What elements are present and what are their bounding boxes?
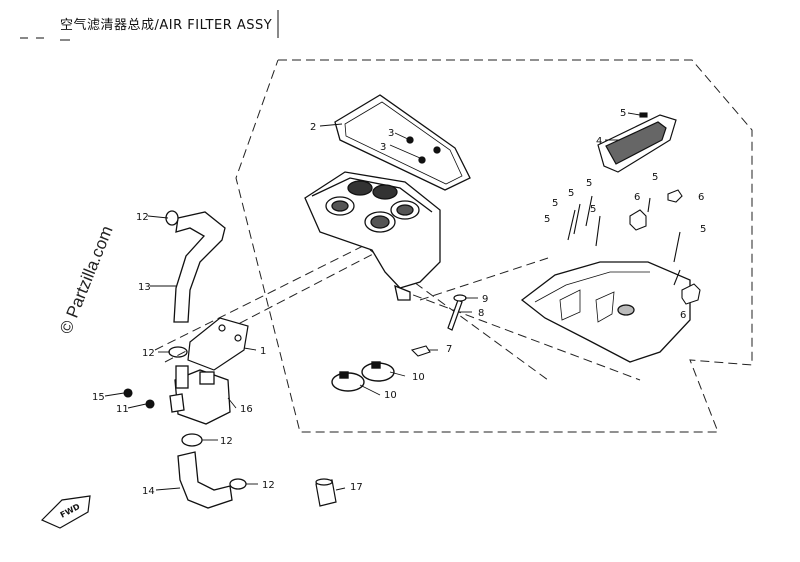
callout-3a: 3 [388,128,394,139]
callout-5e: 5 [544,214,550,225]
callout-6b: 6 [698,192,704,203]
callout-5b: 5 [586,178,592,189]
callout-12a: 12 [136,212,149,223]
callout-5g: 5 [652,172,658,183]
watermark-text: © Partzilla.com [56,223,117,336]
air-filter-cover [334,94,471,191]
callout-10b: 10 [384,390,397,401]
diagram-title: 空气滤清器总成/AIR FILTER ASSY [60,18,273,33]
callout-12c: 12 [220,436,233,447]
callout-5d: 5 [552,198,558,209]
callout-5h: 5 [700,224,706,235]
leader-lines [104,112,641,491]
air-filter-housing [304,171,441,301]
grommet-set [629,189,701,305]
callout-8: 8 [478,308,484,319]
callout-7: 7 [446,344,452,355]
callout-11: 11 [116,404,129,415]
callout-9: 9 [482,294,488,305]
sleeve [315,478,337,507]
screw-set [567,112,681,286]
upper-hose [165,210,226,323]
air-valve [169,365,231,425]
callout-15: 15 [92,392,105,403]
callout-5c: 5 [568,188,574,199]
mounting-bracket [187,317,249,371]
callout-10a: 10 [412,372,425,383]
bolt-set [123,388,155,409]
drain-pin [447,294,467,331]
callout-5f: 5 [590,204,596,215]
lower-hose [177,451,233,509]
callout-labels: 2 3 3 5 4 5 5 5 5 5 5 5 6 6 6 7 8 9 10 1… [92,108,706,497]
forward-direction-badge: FWD [40,495,91,529]
title-decoration [20,10,279,41]
callout-14: 14 [142,486,155,497]
wing-clip [410,345,431,357]
callout-2: 2 [310,122,316,133]
callout-4: 4 [596,136,602,147]
callout-13: 13 [138,282,151,293]
callout-6a: 6 [634,192,640,203]
callout-16: 16 [240,404,253,415]
callout-1: 1 [260,346,266,357]
callout-12b: 12 [142,348,155,359]
callout-3b: 3 [380,142,386,153]
callout-17: 17 [350,482,363,493]
callout-5a: 5 [620,108,626,119]
callout-12d: 12 [262,480,275,491]
filter-element [597,114,677,173]
housing-side-cover [520,261,691,363]
hose-clamps [331,361,395,392]
callout-6c: 6 [680,310,686,321]
